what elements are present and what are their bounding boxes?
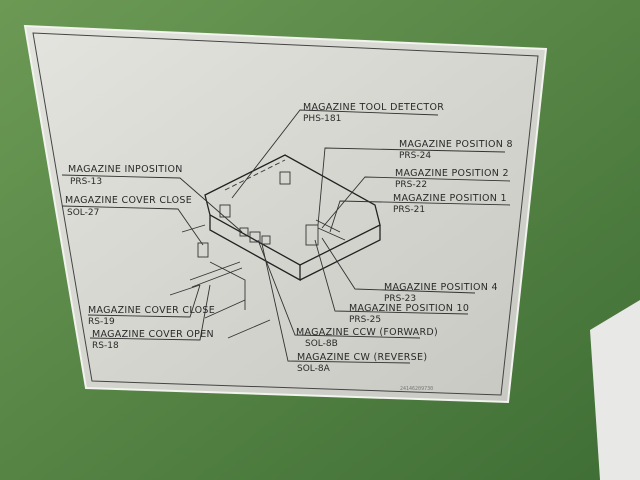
label-name: MAGAZINE CCW (FORWARD)	[296, 327, 438, 338]
label-code: PRS-25	[349, 315, 381, 325]
label-code: PRS-22	[395, 180, 427, 190]
wall-corner	[590, 300, 640, 480]
label-name: MAGAZINE POSITION 10	[349, 303, 469, 314]
label-position-2: MAGAZINE POSITION 2 PRS-22	[395, 168, 509, 190]
label-cover-close-rs: MAGAZINE COVER CLOSE RS-19	[88, 305, 215, 327]
label-plate	[23, 24, 548, 404]
label-code: SOL-8B	[305, 339, 338, 349]
label-name: MAGAZINE COVER CLOSE	[65, 195, 192, 206]
label-name: MAGAZINE TOOL DETECTOR	[303, 102, 444, 113]
label-ccw: MAGAZINE CCW (FORWARD) SOL-8B	[296, 327, 438, 349]
magazine-drawing	[169, 154, 381, 339]
label-code: PHS-181	[303, 114, 341, 124]
ccw-solenoid	[239, 227, 249, 237]
label-code: RS-18	[92, 341, 119, 351]
label-cover-close-sol: MAGAZINE COVER CLOSE SOL-27	[65, 195, 192, 218]
label-code: SOL-27	[67, 208, 99, 218]
plate-border	[32, 32, 539, 396]
label-position-1: MAGAZINE POSITION 1 PRS-21	[393, 193, 507, 215]
label-name: MAGAZINE POSITION 4	[384, 282, 498, 293]
label-position-4: MAGAZINE POSITION 4 PRS-23	[384, 282, 498, 304]
label-code: SOL-8A	[297, 364, 331, 374]
position-sensor	[261, 235, 271, 245]
tool-detector-sensor	[279, 171, 291, 185]
label-code: RS-19	[88, 317, 115, 327]
cw-solenoid	[249, 231, 261, 243]
label-cw: MAGAZINE CW (REVERSE) SOL-8A	[297, 352, 427, 374]
cover-solenoid	[197, 242, 209, 258]
label-name: MAGAZINE COVER OPEN	[92, 329, 214, 340]
label-name: MAGAZINE POSITION 2	[395, 168, 509, 179]
label-code: PRS-24	[399, 151, 431, 161]
label-code: PRS-23	[384, 294, 416, 304]
label-inposition: MAGAZINE INPOSITION PRS-13	[68, 164, 183, 187]
position-sensor-bracket	[305, 224, 319, 246]
label-name: MAGAZINE CW (REVERSE)	[297, 352, 427, 363]
part-number: 24146209730	[400, 386, 433, 392]
label-position-8: MAGAZINE POSITION 8 PRS-24	[399, 139, 513, 161]
label-name: MAGAZINE POSITION 8	[399, 139, 513, 150]
label-name: MAGAZINE POSITION 1	[393, 193, 507, 204]
label-code: PRS-21	[393, 205, 425, 215]
label-tool-detector: MAGAZINE TOOL DETECTOR PHS-181	[303, 102, 444, 124]
label-position-10: MAGAZINE POSITION 10 PRS-25	[349, 303, 469, 325]
label-name: MAGAZINE INPOSITION	[68, 164, 183, 175]
leader-lines	[61, 109, 511, 364]
label-name: MAGAZINE COVER CLOSE	[88, 305, 215, 316]
label-code: PRS-13	[70, 177, 102, 187]
label-cover-open-rs: MAGAZINE COVER OPEN RS-18	[92, 329, 214, 351]
cover-cylinder	[189, 261, 243, 288]
